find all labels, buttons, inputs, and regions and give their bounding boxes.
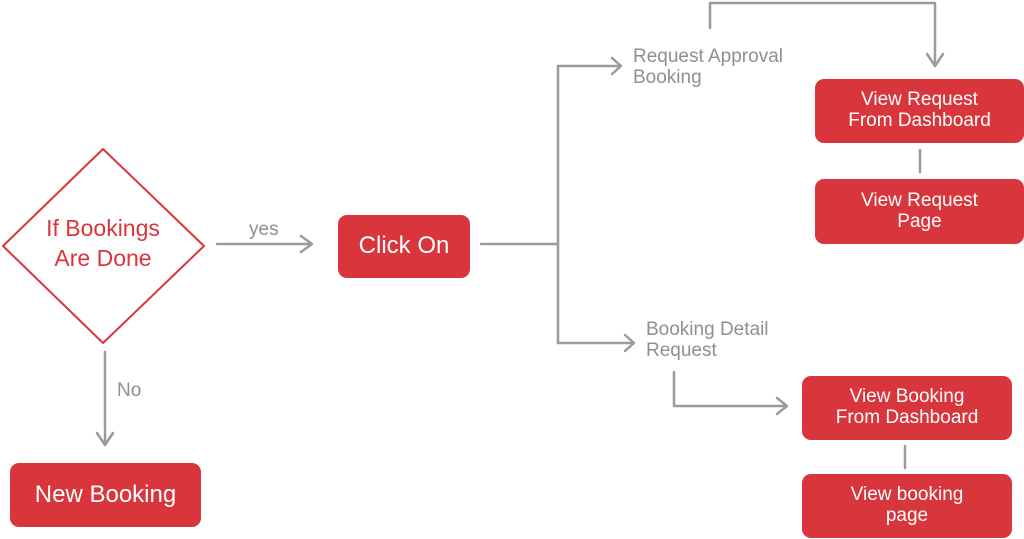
request-approval-arrowhead xyxy=(610,56,623,76)
request-loop-arrowhead xyxy=(925,52,945,68)
booking-detail-to-dashboard xyxy=(672,370,788,408)
decision-diamond xyxy=(2,148,205,344)
view-request-page-box: View Request Page xyxy=(815,179,1024,244)
view-request-dashboard-box: View Request From Dashboard xyxy=(815,79,1024,143)
request-loop-connector xyxy=(708,1,937,65)
click-on-box: Click On xyxy=(338,215,470,278)
view-booking-dashboard-box: View Booking From Dashboard xyxy=(802,376,1012,440)
decision-text: If Bookings Are Done xyxy=(46,215,160,271)
no-arrowhead xyxy=(95,431,115,447)
new-booking-box: New Booking xyxy=(10,463,201,527)
yes-arrowhead xyxy=(299,234,314,254)
view-booking-page-box: View booking page xyxy=(802,474,1012,538)
booking-detail-label: Booking Detail Request xyxy=(646,319,769,361)
booking-dashboard-arrowhead xyxy=(775,396,789,416)
request-approval-label: Request Approval Booking xyxy=(633,46,783,88)
booking-detail-arrowhead xyxy=(623,333,636,353)
no-label: No xyxy=(117,380,142,401)
yes-label: yes xyxy=(249,219,279,240)
